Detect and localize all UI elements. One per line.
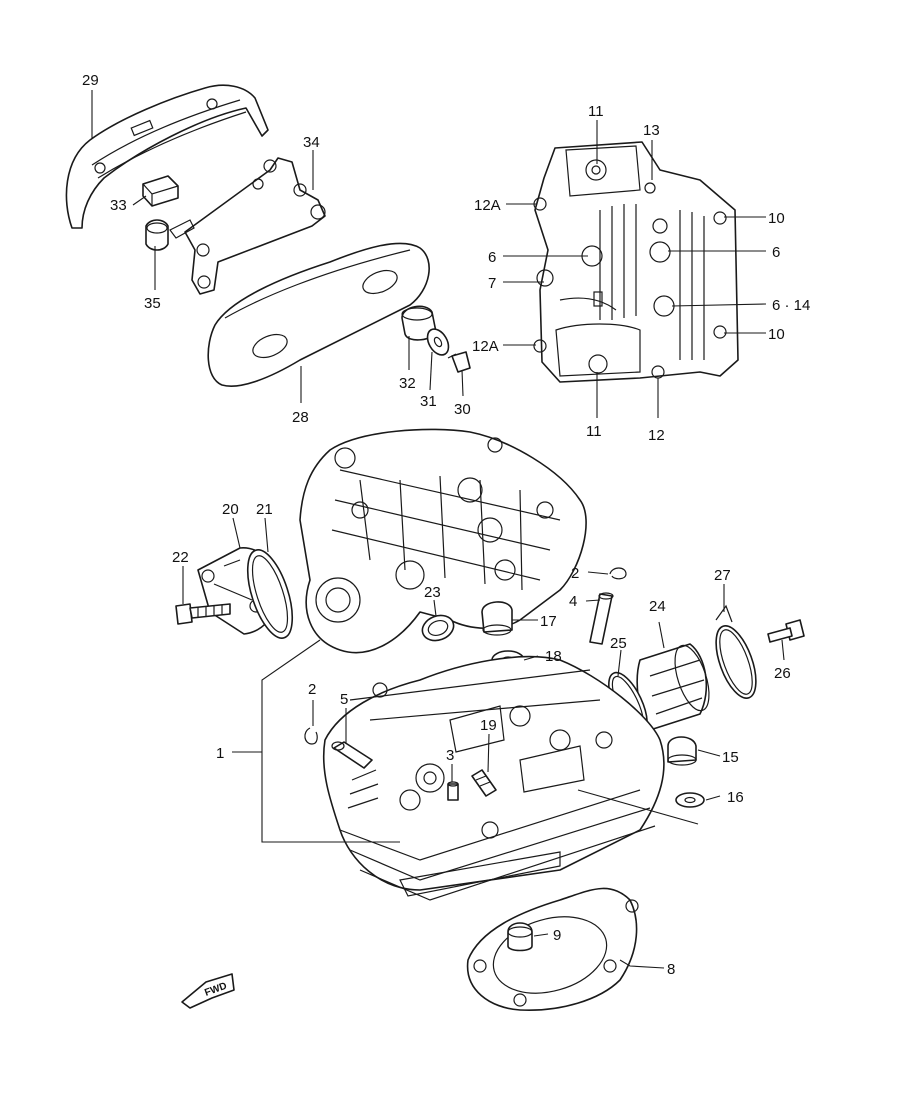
callout-32: 32 [399,375,416,392]
callout-12: 12 [648,427,665,444]
callout-24: 24 [649,598,666,615]
part-21-gasket [246,549,294,639]
callout-2-upper: 2 [571,565,579,582]
part-23-o-ring [421,614,455,642]
callout-31: 31 [420,393,437,410]
callout-5: 5 [340,691,348,708]
part-5-valve-guide [331,741,373,769]
part-27-clamp [715,604,757,699]
part-15-cap-nut [667,736,697,766]
callout-11-top: 11 [588,103,604,120]
callout-27: 27 [714,567,731,584]
callout-4: 4 [569,593,577,610]
callout-8: 8 [667,961,675,978]
part-34-bracket [169,157,326,295]
callout-26: 26 [774,665,791,682]
part-35-damper [145,219,169,251]
part-17-cap-nut [481,601,513,636]
part-22-bolt [175,603,231,625]
callout-23: 23 [424,584,441,601]
part-28-head-cover [207,242,430,387]
callout-10-bottom: 10 [768,326,785,343]
part-16-washer [675,792,705,808]
callout-12A-bottom: 12A [472,338,499,355]
callout-16: 16 [727,789,744,806]
callout-12A-top: 12A [474,197,501,214]
callout-18: 18 [545,648,562,665]
part-2-clip-lower [304,727,318,745]
callout-28: 28 [292,409,309,426]
callout-3: 3 [446,747,454,764]
part-19-spark-plug [471,769,497,797]
part-24-intake-pipe [636,643,710,731]
callout-labels: 29 34 33 35 28 32 31 30 11 13 12A 10 6 6… [82,72,810,978]
callout-25: 25 [610,635,627,652]
fwd-arrow-icon: FWD [181,973,235,1009]
callout-10-top: 10 [768,210,785,227]
callout-35: 35 [144,295,161,312]
part-29-cover-trim [65,84,269,229]
callout-34: 34 [303,134,320,151]
part-9-dowel [507,922,533,952]
callout-17: 17 [540,613,557,630]
leader-lines [91,90,785,969]
part-4-valve-guide [589,592,614,645]
callout-6-14: 6 · 14 [772,297,810,314]
callout-9: 9 [553,927,561,944]
callout-21: 21 [256,501,273,518]
callout-15: 15 [722,749,739,766]
callout-11-bottom: 11 [586,423,602,440]
part-3-dowel-pin [447,781,459,801]
callout-6-right: 6 [772,244,780,261]
callout-20: 20 [222,501,239,518]
part-1-cylinder-head [322,655,665,901]
part-2-clip-upper [609,567,627,580]
callout-29: 29 [82,72,99,89]
callout-2-lower: 2 [308,681,316,698]
part-31-washer [426,328,450,356]
part-8-head-gasket [466,887,639,1012]
callout-19: 19 [480,717,497,734]
head-underside-view [533,141,739,383]
part-30-bolt [447,351,471,373]
part-33-cushion [142,175,179,207]
callout-7: 7 [488,275,496,292]
callout-30: 30 [454,401,471,418]
callout-22: 22 [172,549,189,566]
callout-1: 1 [216,745,224,762]
part-26-clamp-screw [767,619,805,643]
callout-13: 13 [643,122,660,139]
callout-6-left: 6 [488,249,496,266]
callout-33: 33 [110,197,127,214]
